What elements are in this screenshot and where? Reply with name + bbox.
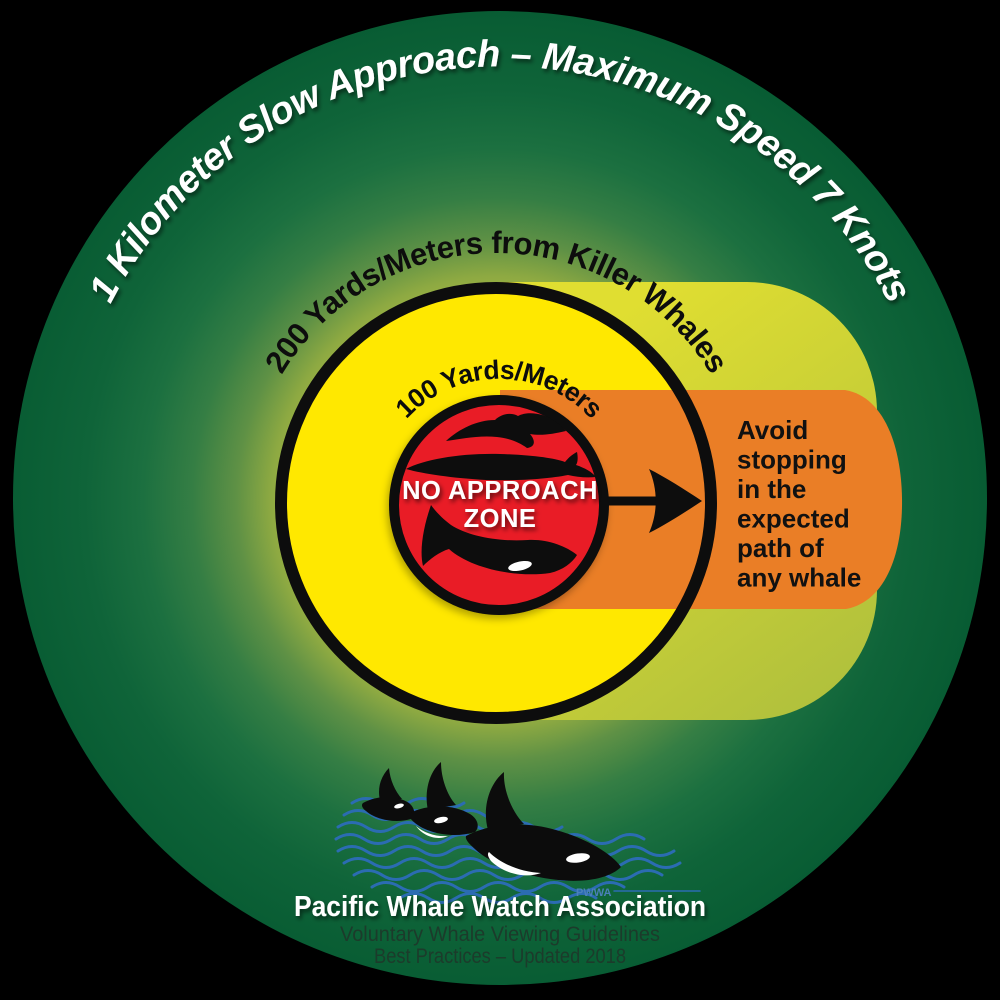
avoid-stopping-note: Avoid stopping in the expected path of a… bbox=[737, 415, 861, 593]
avoid-line: expected bbox=[737, 504, 850, 534]
footer-tagline: Voluntary Whale Viewing Guidelines bbox=[340, 923, 660, 946]
avoid-line: stopping bbox=[737, 445, 847, 475]
no-approach-line1: NO APPROACH bbox=[402, 477, 598, 505]
orca-patch bbox=[508, 560, 532, 572]
orca-icon bbox=[421, 505, 577, 575]
logo-orca-small-icon bbox=[362, 768, 415, 822]
logo-orca-large-icon bbox=[465, 772, 621, 881]
baleen-whale-icon bbox=[406, 452, 596, 481]
avoid-line: in the bbox=[737, 474, 806, 504]
whale-flukes-icon bbox=[446, 413, 566, 448]
avoid-path-band bbox=[500, 390, 903, 609]
no-approach-label: NO APPROACH ZONE bbox=[402, 477, 598, 533]
pwwa-acronym: PWWA bbox=[576, 887, 611, 899]
caution-zone-border bbox=[275, 282, 717, 724]
avoid-line: path of bbox=[737, 533, 824, 563]
direction-arrow-icon bbox=[600, 469, 702, 533]
avoid-line: Avoid bbox=[737, 415, 808, 445]
footer-updated: Best Practices – Updated 2018 bbox=[374, 945, 626, 968]
org-title: Pacific Whale Watch Association bbox=[294, 891, 706, 923]
logo-orca-middle-icon bbox=[409, 762, 478, 838]
avoid-line: any whale bbox=[737, 563, 861, 593]
no-approach-line2: ZONE bbox=[464, 505, 537, 533]
pwwa-logo: PWWA bbox=[334, 762, 701, 904]
